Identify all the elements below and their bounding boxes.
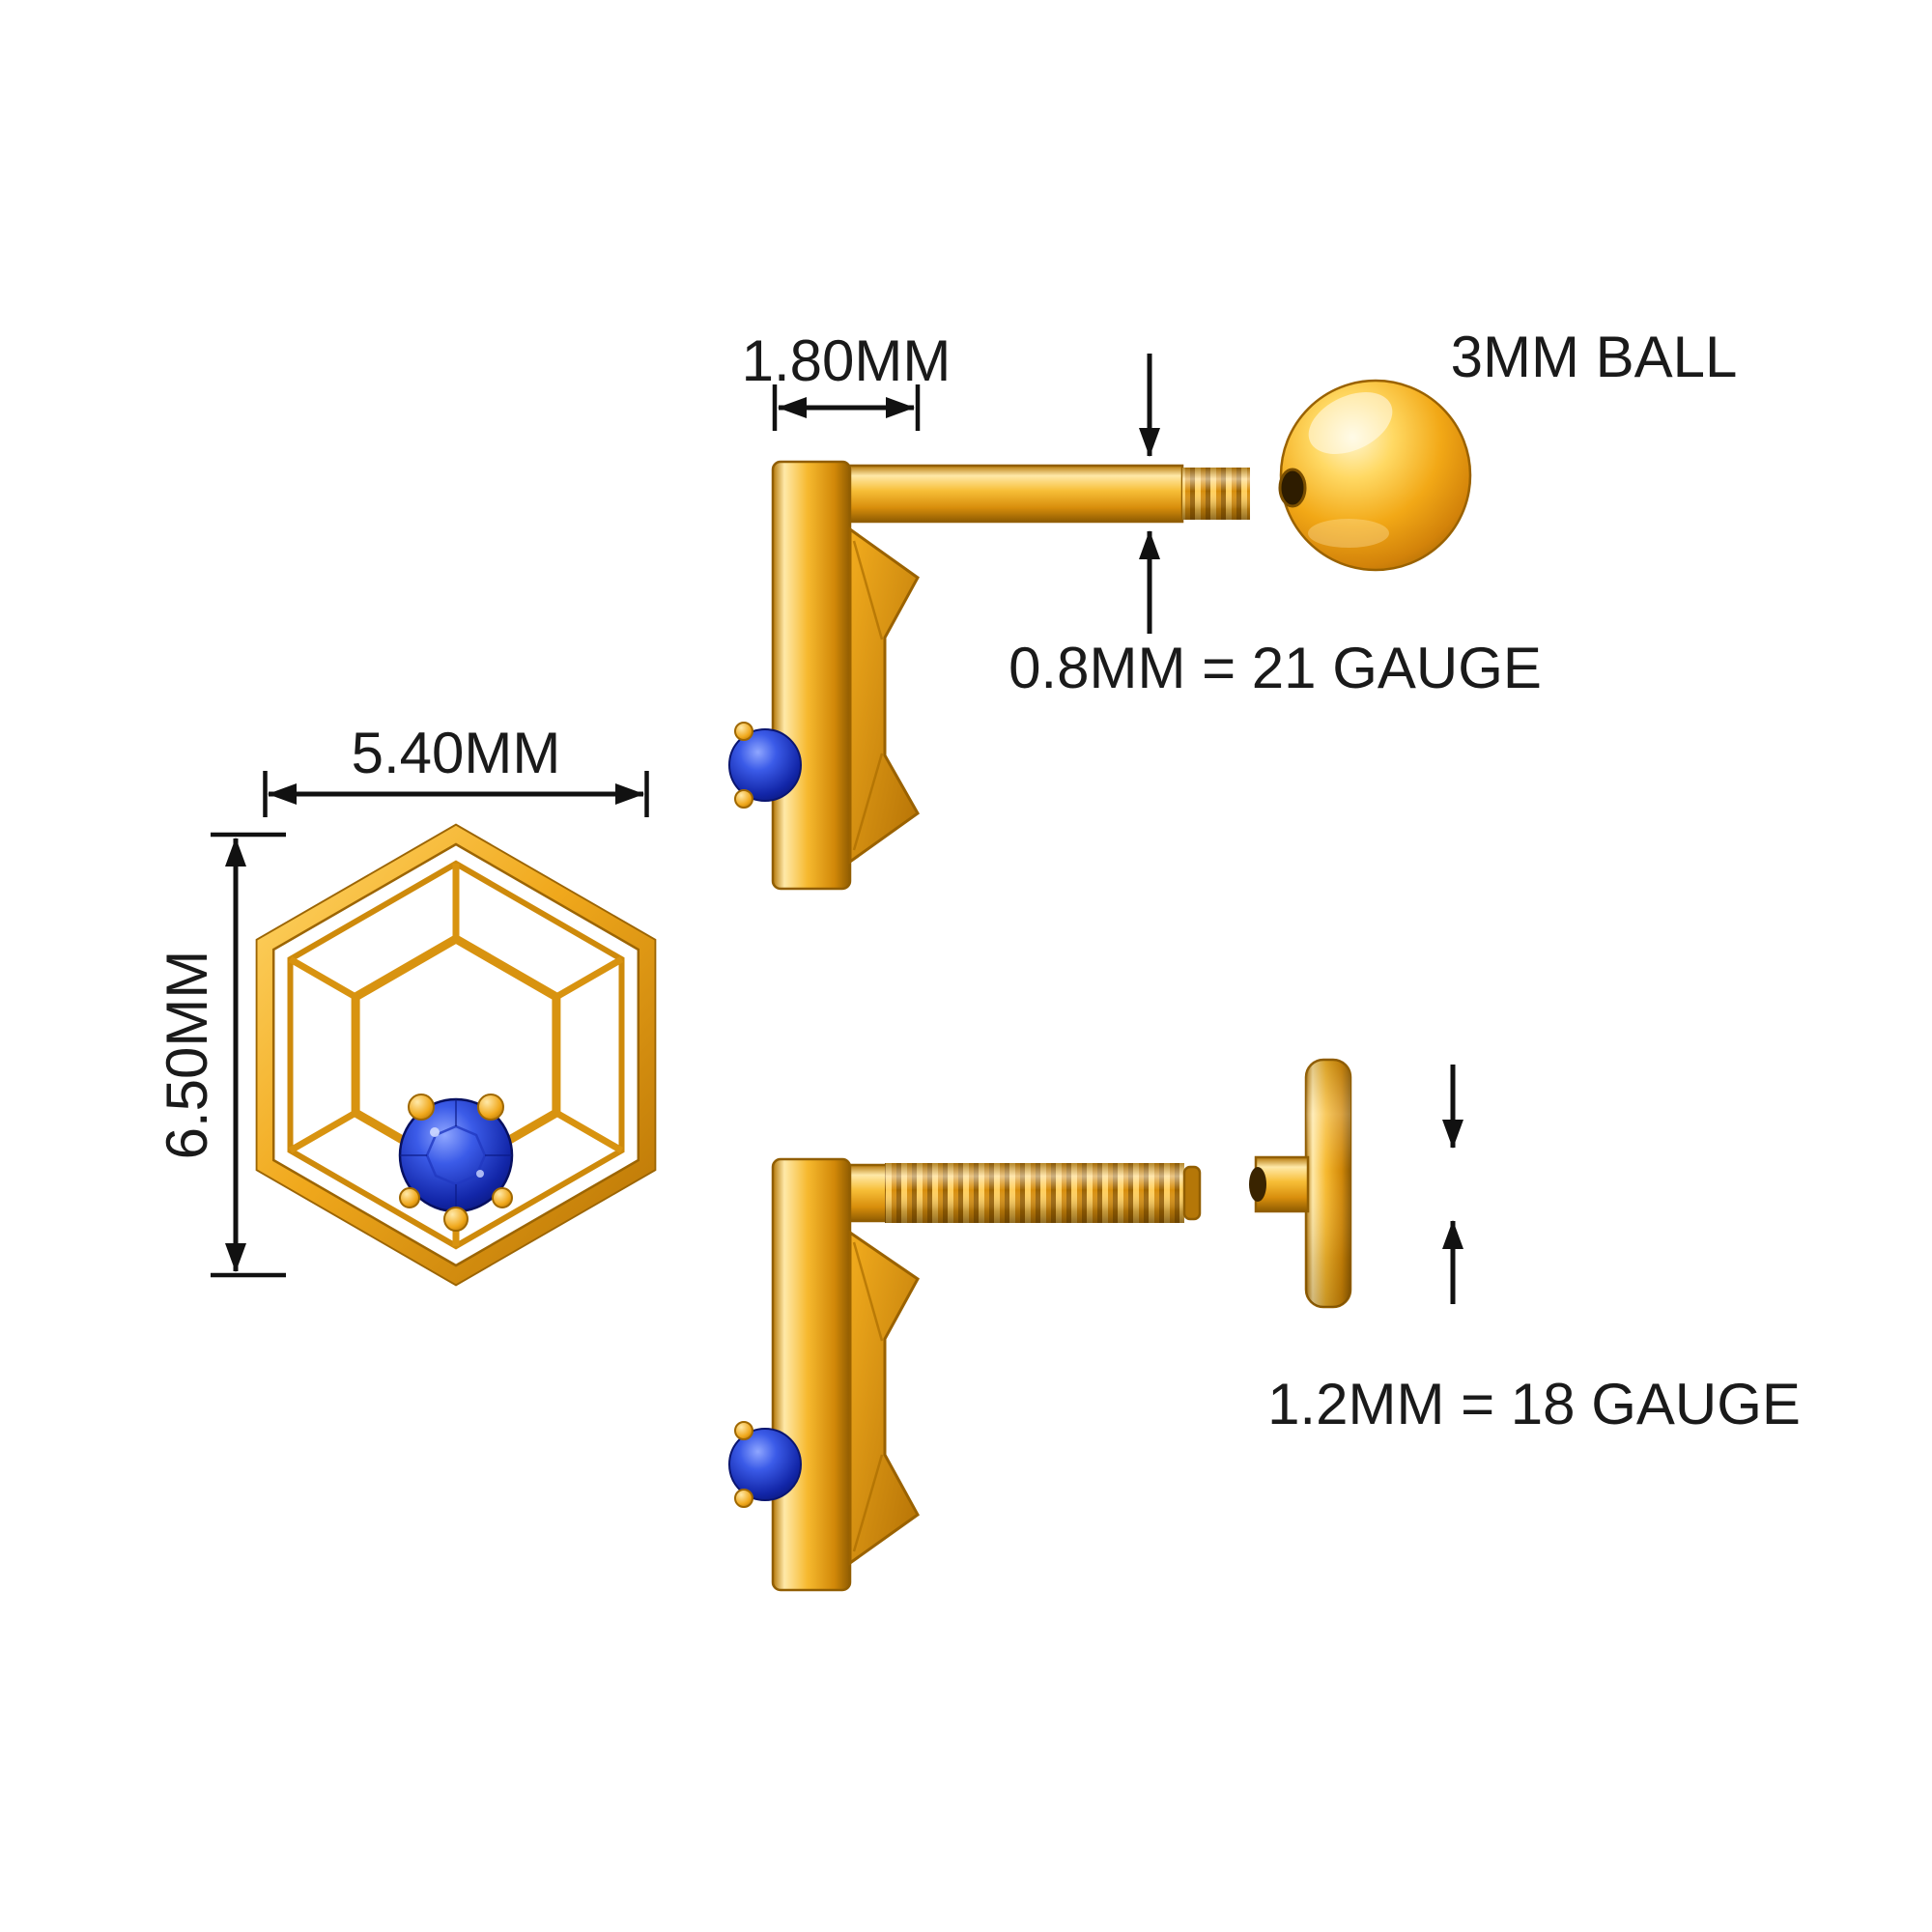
bottom-side-view: 1.2MM = 18 GAUGE (728, 1058, 1801, 1592)
top-hexagon-cage-facets (848, 526, 920, 865)
top-side-gem (728, 728, 802, 802)
depth-dimension-label: 1.80MM (742, 328, 952, 393)
bottom-gauge-label: 1.2MM = 18 GAUGE (1267, 1372, 1801, 1436)
bottom-post-threads-shading (885, 1163, 1184, 1223)
gem-prong-bottom (443, 1207, 469, 1232)
gem-prong-bottom-left (399, 1187, 420, 1208)
top-post-shaft (846, 464, 1184, 524)
top-hexagon-profile-bar (771, 460, 852, 891)
hexagon-outer-inner-edge (271, 842, 640, 1267)
ball-highlight (1308, 392, 1393, 454)
ball-lower-reflection (1308, 519, 1389, 548)
gem-prong-top-right (477, 1094, 504, 1121)
ball-label: 3MM BALL (1451, 325, 1738, 389)
sapphire-facet-lines (400, 1099, 512, 1211)
top-side-view: 1.80MM 0.8MM = 21 GAUGE 3MM BALL (728, 325, 1738, 891)
bottom-side-gem-prong-lower (734, 1489, 753, 1508)
front-view: 5.40MM 6.50MM (155, 721, 657, 1287)
labret-disc-shading (1306, 1060, 1350, 1307)
bottom-side-gem-prong-upper (734, 1421, 753, 1440)
hexagon-outer-edge-dark (255, 823, 657, 1287)
bottom-facet-detail-lines (852, 1241, 884, 1552)
gem-prong-top-left (408, 1094, 435, 1121)
top-gauge-label: 0.8MM = 21 GAUGE (1009, 636, 1542, 700)
hexagon-outer-band (257, 825, 655, 1285)
bottom-post-base (846, 1163, 889, 1223)
gem-prong-bottom-right (492, 1187, 513, 1208)
top-post-threads-shading (1182, 468, 1250, 520)
bottom-side-gem (728, 1428, 802, 1501)
top-side-gem-prong-upper (734, 722, 753, 741)
width-dimension-label: 5.40MM (352, 721, 561, 785)
height-dimension-label: 6.50MM (155, 951, 219, 1160)
sapphire-sparkle-2 (476, 1170, 484, 1178)
sapphire-sparkle-1 (430, 1127, 440, 1137)
bottom-hexagon-profile-bar (771, 1157, 852, 1592)
bottom-post-tip (1182, 1165, 1202, 1221)
ball-thread-hole (1278, 468, 1307, 508)
bottom-hexagon-cage-facets (848, 1230, 920, 1566)
labret-stem-thread-hole (1249, 1167, 1266, 1202)
top-side-gem-prong-lower (734, 789, 753, 809)
top-facet-detail-lines (852, 540, 884, 851)
